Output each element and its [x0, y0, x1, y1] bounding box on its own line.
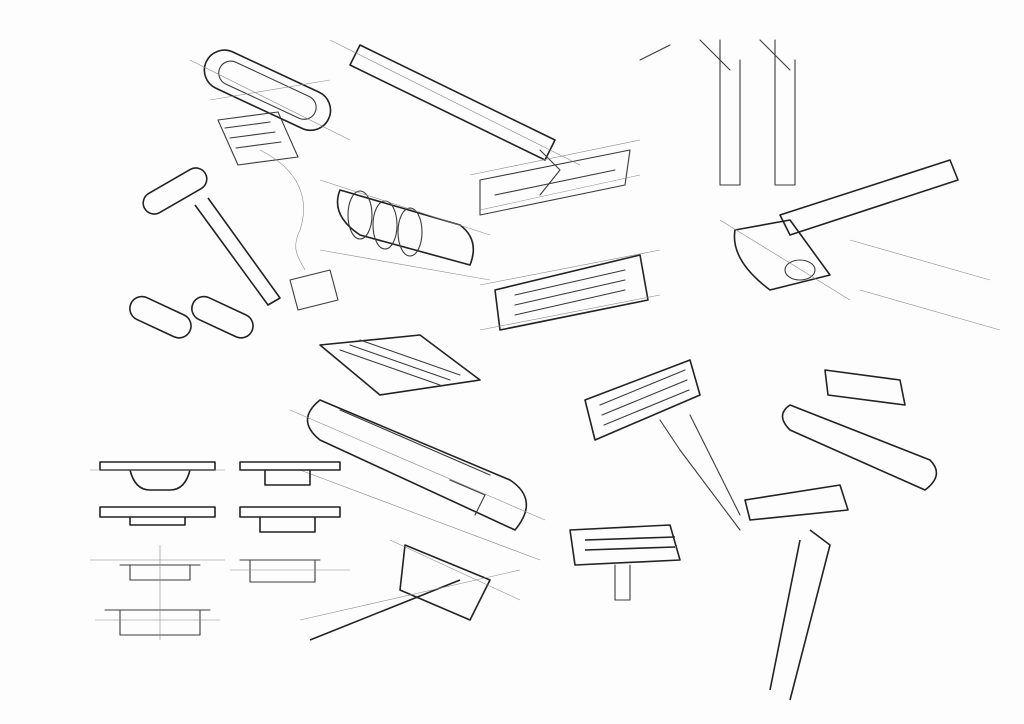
sketch-lower-right — [744, 369, 938, 701]
sketch-blade-stack — [319, 334, 481, 396]
sketch-right-razor — [639, 39, 1001, 331]
sketch-cylinder-head — [319, 179, 491, 281]
sketch-cartridge — [479, 249, 661, 331]
sketch-small-razor — [142, 149, 339, 311]
sketch-pill-head — [189, 49, 351, 166]
sketch-long-handle — [329, 39, 641, 216]
sketch-long-capsule — [289, 399, 546, 561]
sketch-cartridge-2 — [584, 359, 741, 531]
sketch-bottom-center — [299, 524, 681, 641]
sketch-front-views — [90, 461, 350, 640]
sketch-twin-pills — [129, 295, 254, 339]
